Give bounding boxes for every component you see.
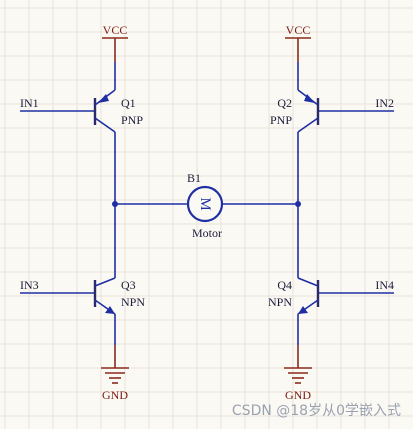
vcc-right-symbol: VCC	[285, 23, 311, 62]
q1-type: PNP	[121, 113, 143, 127]
in4-label: IN4	[375, 278, 394, 292]
q4-transistor: IN4 Q4 NPN	[268, 204, 394, 345]
q3-type: NPN	[121, 295, 145, 309]
vcc-left-label: VCC	[103, 23, 128, 37]
motor-ref: B1	[187, 171, 201, 185]
gnd-right-label: GND	[285, 388, 311, 402]
gnd-left-symbol: GND	[101, 345, 129, 402]
q4-type: NPN	[268, 295, 292, 309]
watermark: CSDN @18岁从0学嵌入式	[231, 403, 401, 419]
in1-label: IN1	[20, 96, 39, 110]
vcc-right-label: VCC	[286, 23, 311, 37]
motor-symbol: M	[197, 197, 213, 210]
q3-name: Q3	[121, 278, 136, 292]
vcc-left-symbol: VCC	[102, 23, 128, 62]
motor-label: Motor	[192, 226, 222, 240]
q2-type: PNP	[270, 113, 292, 127]
in3-label: IN3	[20, 278, 39, 292]
q1-transistor: IN1 Q1 PNP	[20, 62, 143, 204]
q4-name: Q4	[277, 278, 292, 292]
gnd-left-label: GND	[102, 388, 128, 402]
q3-transistor: IN3 Q3 NPN	[20, 204, 145, 345]
motor-b1: M B1 Motor	[112, 171, 301, 240]
in2-label: IN2	[375, 96, 394, 110]
gnd-right-symbol: GND	[284, 345, 312, 402]
q2-transistor: IN2 Q2 PNP	[270, 62, 394, 204]
q2-name: Q2	[277, 96, 292, 110]
q1-name: Q1	[121, 96, 136, 110]
